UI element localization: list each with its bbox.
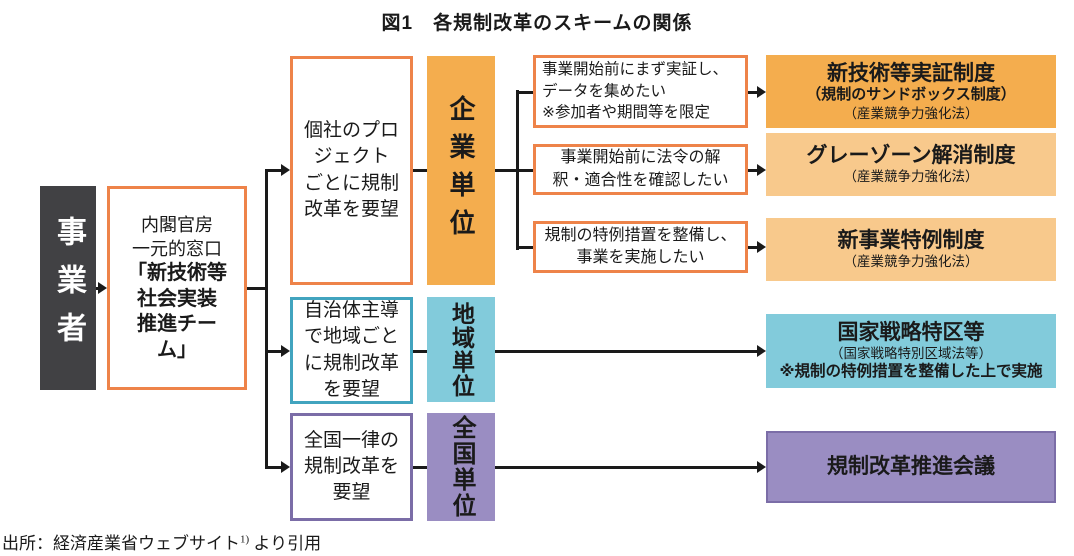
unit-label-national: 全国単位 xyxy=(448,415,475,519)
figure-title: 図1 各規制改革のスキームの関係 xyxy=(381,13,693,34)
need-box-demonstration: 事業開始前にまず実証し、 データを集めたい ※参加者や期間等を限定 xyxy=(533,55,748,128)
gateway-bold-text: 「新技術等 社会実装 推進チー ム」 xyxy=(127,262,227,361)
flow-line xyxy=(517,91,533,94)
flow-line xyxy=(517,169,533,172)
scheme-box-strategic-zones: 国家戦略特区等 （国家戦略特別区域法等） ※規制の特例措置を整備した上で実施 xyxy=(766,314,1056,388)
flow-line xyxy=(748,169,758,172)
scheme-title: グレーゾーン解消制度 xyxy=(806,144,1016,168)
flow-arrowhead-icon xyxy=(757,241,766,253)
unit-label-region: 地域単位 xyxy=(448,301,475,398)
source-prefix: 出所：経済産業省ウェブサイト xyxy=(2,534,240,553)
flow-arrowhead-icon xyxy=(757,86,766,98)
flow-branch-line xyxy=(265,169,268,469)
flow-arrowhead-icon xyxy=(757,164,766,176)
flow-line xyxy=(413,466,427,469)
scheme-subtitle: （規制のサンドボックス制度） xyxy=(806,85,1016,103)
request-box-region: 自治体主導 で地域ごと に規制改革 を要望 xyxy=(290,297,413,404)
gateway-box-cabinet-secretariat: 内閣官房 一元的窓口 「新技術等 社会実装 推進チー ム」 xyxy=(107,186,247,390)
flow-arrowhead-icon xyxy=(757,345,766,357)
unit-label-company: 企業単位 xyxy=(446,94,476,247)
flow-line xyxy=(266,350,282,353)
flow-line xyxy=(495,466,758,469)
flow-line xyxy=(413,350,427,353)
unit-box-company: 企業単位 xyxy=(427,56,495,285)
entry-box-business-operator: 事業者 xyxy=(40,186,96,390)
unit-box-national: 全国単位 xyxy=(427,413,495,521)
flow-arrowhead-icon xyxy=(281,345,290,357)
scheme-box-reform-council: 規制改革推進会議 xyxy=(766,431,1056,503)
flow-line xyxy=(266,169,282,172)
scheme-title: 国家戦略特区等 xyxy=(837,320,985,344)
flow-line xyxy=(748,91,758,94)
unit-box-region: 地域単位 xyxy=(427,297,495,402)
scheme-box-new-business-exception: 新事業特例制度 （産業競争力強化法） xyxy=(766,218,1056,281)
flow-line xyxy=(748,246,758,249)
need-box-law-interpretation: 事業開始前に法令の解 釈・適合性を確認したい xyxy=(533,144,748,195)
flow-line xyxy=(495,350,758,353)
source-superscript: 1) xyxy=(240,533,250,546)
gateway-normal-text: 内閣官房 一元的窓口 xyxy=(132,214,222,259)
scheme-box-sandbox: 新技術等実証制度 （規制のサンドボックス制度） （産業競争力強化法） xyxy=(766,55,1056,128)
scheme-law: （産業競争力強化法） xyxy=(843,169,979,185)
source-note: 出所：経済産業省ウェブサイト1) より引用 xyxy=(2,529,321,554)
scheme-title: 新事業特例制度 xyxy=(837,229,985,253)
scheme-law: （産業競争力強化法） xyxy=(843,254,979,270)
flow-arrowhead-icon xyxy=(281,461,290,473)
source-suffix: より引用 xyxy=(249,534,322,553)
scheme-law: （国家戦略特別区域法等） xyxy=(830,345,992,361)
scheme-law: （産業競争力強化法） xyxy=(843,105,979,121)
request-box-company: 個社のプロ ジェクト ごとに規制 改革を要望 xyxy=(290,56,413,285)
request-box-national: 全国一律の 規制改革を 要望 xyxy=(290,413,413,521)
entry-label: 事業者 xyxy=(52,216,85,360)
scheme-note: ※規制の特例措置を整備した上で実施 xyxy=(779,363,1043,381)
flow-arrowhead-icon xyxy=(98,282,107,294)
flow-arrowhead-icon xyxy=(757,461,766,473)
flow-line xyxy=(413,169,427,172)
flow-line xyxy=(266,466,282,469)
scheme-title: 規制改革推進会議 xyxy=(827,455,995,479)
scheme-box-gray-zone: グレーゾーン解消制度 （産業競争力強化法） xyxy=(766,133,1056,196)
flow-line xyxy=(517,246,533,249)
flow-line xyxy=(495,169,518,172)
scheme-title: 新技術等実証制度 xyxy=(827,61,995,85)
flow-line xyxy=(247,287,267,290)
flow-arrowhead-icon xyxy=(281,164,290,176)
need-box-special-measures: 規制の特例措置を整備し、 事業を実施したい xyxy=(533,221,748,273)
